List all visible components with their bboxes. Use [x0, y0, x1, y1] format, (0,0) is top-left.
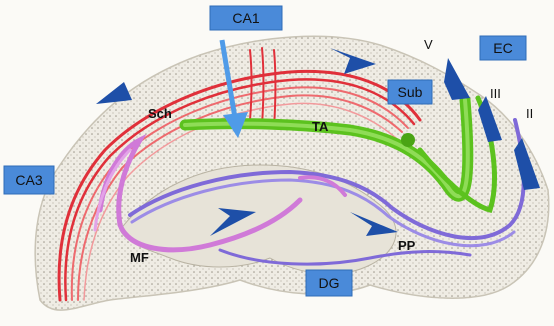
- label-mf: MF: [130, 250, 149, 265]
- label-dg: DG: [306, 270, 352, 296]
- label-pp: PP: [398, 238, 416, 253]
- label-ta: TA: [312, 119, 329, 134]
- label-ec: EC: [480, 36, 526, 60]
- label-layer-ii: II: [526, 106, 533, 121]
- label-ca3: CA3: [4, 166, 54, 194]
- label-ca1-text: CA1: [232, 10, 259, 26]
- label-sub: Sub: [388, 80, 432, 104]
- label-ca1: CA1: [210, 6, 282, 30]
- label-ca3-text: CA3: [15, 172, 42, 188]
- label-sub-text: Sub: [398, 84, 423, 100]
- label-sch: Sch: [148, 106, 172, 121]
- label-layer-iii: III: [490, 86, 501, 101]
- label-dg-text: DG: [319, 275, 340, 291]
- label-ec-text: EC: [493, 40, 512, 56]
- label-layer-v: V: [424, 37, 433, 52]
